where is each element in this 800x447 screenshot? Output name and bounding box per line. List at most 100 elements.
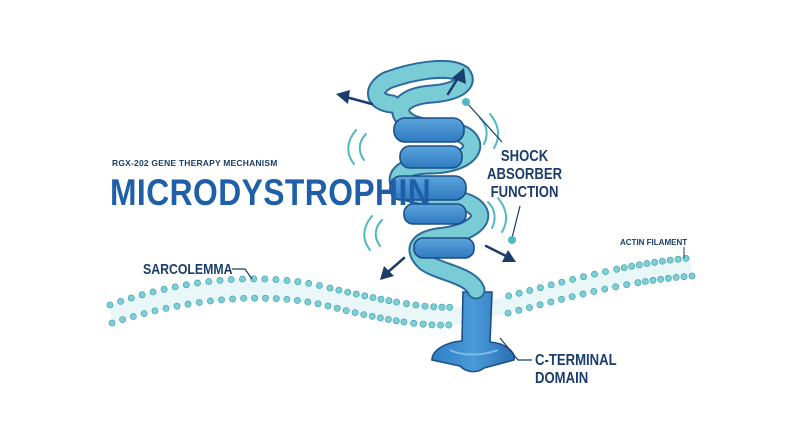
lipid-bead — [601, 285, 609, 293]
lipid-bead — [446, 303, 454, 311]
lipid-bead — [657, 275, 664, 283]
lipid-bead — [505, 292, 512, 300]
lipid-bead — [129, 313, 137, 320]
shock-label-line2: ABSORBER — [487, 166, 563, 183]
lipid-bead — [361, 292, 369, 300]
motion-arrows — [336, 68, 516, 280]
lipid-bead — [504, 309, 512, 317]
diagram-title: MICRODYSTROPHIN — [110, 172, 432, 213]
membrane-outer-bead-row — [106, 254, 690, 311]
lipid-bead — [149, 288, 157, 296]
lipid-bead — [342, 307, 350, 314]
lipid-bead — [239, 275, 246, 283]
lipid-bead — [283, 295, 291, 303]
lipid-bead — [515, 306, 523, 314]
lipid-bead — [227, 276, 235, 283]
helix-segment — [413, 237, 475, 259]
lipid-bead — [623, 281, 631, 289]
lipid-bead — [547, 281, 555, 289]
lipid-bead — [293, 297, 301, 304]
lipid-bead — [590, 288, 598, 295]
lipid-bead — [272, 276, 280, 283]
shock-label-line3: FUNCTION — [490, 184, 559, 201]
lipid-bead — [591, 270, 598, 278]
lipid-bead — [385, 297, 393, 305]
lipid-bead — [537, 284, 544, 292]
lipid-bead — [526, 287, 534, 294]
sarcolemma-leader — [232, 268, 253, 280]
lipid-bead — [138, 291, 146, 299]
lipid-bead — [428, 321, 436, 329]
membrane-inner-bead-row — [108, 272, 696, 329]
lipid-bead — [369, 294, 377, 301]
lipid-bead — [649, 276, 657, 284]
arrow-down-right-icon — [484, 244, 516, 262]
lipid-bead — [324, 302, 332, 310]
lipid-bead — [272, 295, 280, 303]
actin-filament-label: ACTIN FILAMENT — [620, 238, 688, 247]
lipid-bead — [384, 316, 392, 323]
sarcolemma-membrane — [106, 254, 696, 329]
shock-leader-bottom — [511, 205, 521, 239]
lipid-bead — [628, 262, 636, 270]
lipid-bead — [412, 301, 420, 309]
shock-label-line1: SHOCK — [500, 148, 549, 165]
lipid-bead — [612, 283, 619, 291]
lipid-bead — [182, 281, 190, 289]
lipid-bead — [688, 272, 696, 280]
shock-leader-top — [465, 101, 503, 143]
lipid-bead — [569, 275, 576, 283]
lipid-bead — [376, 314, 384, 322]
lipid-bead — [119, 316, 126, 323]
lipid-bead — [229, 295, 236, 303]
lipid-bead — [106, 301, 114, 309]
lipid-bead — [140, 310, 148, 317]
lipid-bead — [536, 301, 544, 309]
lipid-bead — [430, 303, 438, 311]
lipid-bead — [437, 321, 444, 329]
helix-segment — [403, 203, 467, 225]
lipid-bead — [216, 276, 224, 284]
lipid-bead — [344, 288, 352, 296]
leader-lines — [232, 98, 685, 361]
lipid-bead — [351, 309, 359, 316]
helix-segment — [399, 145, 463, 169]
lipid-bead — [314, 300, 322, 308]
lipid-bead — [127, 294, 135, 302]
lipid-bead — [173, 302, 181, 310]
lipid-bead — [251, 294, 258, 302]
lipid-bead — [151, 307, 159, 315]
shock-leader-bottom-dot — [508, 236, 516, 244]
shock-absorber-label: SHOCK ABSORBER FUNCTION — [487, 148, 562, 202]
cterm-label-line1: C-TERMINAL — [535, 352, 617, 369]
vibration-marks — [347, 113, 508, 251]
lipid-bead — [438, 303, 446, 311]
lipid-bead — [108, 319, 116, 327]
lipid-bead — [250, 275, 258, 283]
lipid-bead — [315, 282, 323, 289]
lipid-bead — [666, 256, 674, 264]
lipid-bead — [674, 255, 682, 263]
lipid-bead — [643, 260, 651, 267]
lipid-bead — [294, 278, 302, 286]
lipid-bead — [194, 279, 201, 287]
lipid-bead — [403, 300, 410, 308]
helix-segment — [393, 117, 465, 143]
lipid-bead — [642, 278, 649, 285]
lipid-bead — [195, 299, 203, 306]
lipid-bead — [335, 286, 343, 294]
lipid-bead — [659, 257, 666, 265]
lipid-bead — [568, 293, 576, 300]
cterm-label-line2: DOMAIN — [535, 370, 589, 387]
c-terminal-domain-label: C-TERMINAL DOMAIN — [535, 352, 617, 388]
lipid-bead — [160, 285, 168, 293]
lipid-bead — [304, 298, 312, 306]
lipid-bead — [558, 295, 565, 303]
lipid-bead — [218, 296, 225, 304]
lipid-bead — [635, 261, 643, 269]
lipid-bead — [393, 298, 400, 306]
lipid-bead — [602, 268, 609, 275]
lipid-bead — [261, 275, 269, 283]
arrow-down-left-icon — [380, 256, 406, 280]
